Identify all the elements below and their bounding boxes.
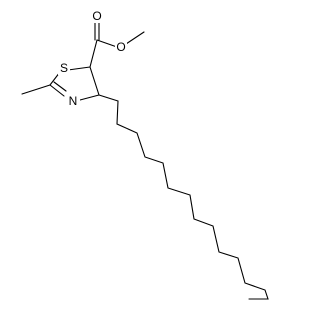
bond-c2-methyl [21,84,51,95]
tridecyl-chain [98,94,269,300]
bond-s-c5 [67,66,91,71]
ester-oxygen-bg [115,40,127,53]
bond-carbonyl-ester-o [96,39,118,48]
bond-c4-n [79,94,100,101]
ring-sulfur-label: S [60,61,68,75]
ring-nitrogen-label: N [69,94,78,108]
ester-oxygen-label: O [116,40,125,54]
ring-nitrogen-bg [66,94,80,108]
bond-n-c2 [49,84,65,97]
carbonyl-oxygen-label: O [92,9,101,23]
bond-c5-c4 [89,66,100,96]
chemical-structure-diagram: O O S N [21,9,269,300]
carbonyl-oxygen-bg [92,10,104,23]
bond-c5-carbonyl [89,39,98,68]
bond-n-c2-double [53,81,67,92]
ring-sulfur-bg [58,61,70,75]
bond-ester-o-methyl [125,31,145,45]
